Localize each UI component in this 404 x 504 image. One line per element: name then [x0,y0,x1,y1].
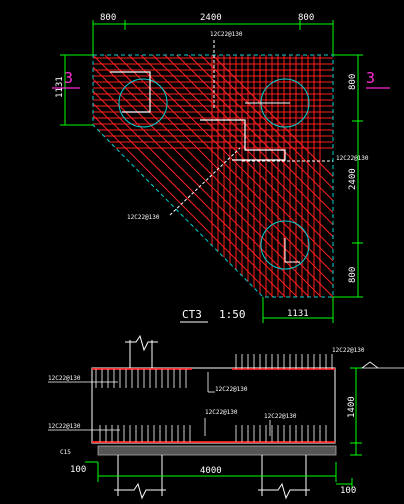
section-right-dim: 100 [340,486,356,496]
column-stub [125,334,158,368]
drawing-scale: 1:50 [219,308,246,321]
section-rebar-label-6: 12C22@130 [48,423,81,430]
dim-top-left: 800 [100,13,116,23]
column-outline [200,119,286,161]
plan-view [52,20,390,323]
section-mark-left: 3 [64,69,73,87]
pile-center-mark [284,238,300,263]
leader-line-diag [169,147,241,216]
drawing-title: CT3 [182,308,202,321]
plan-rebar-mesh [93,55,333,297]
rebar-label-right: 12C22@130 [336,155,369,162]
section-rebar-label-5: 12C22@130 [264,413,297,420]
pile-center-mark [110,71,151,113]
section-height-dim: 1400 [347,396,357,418]
blinding-layer [97,445,337,456]
section-left-dim: 100 [70,465,86,475]
blinding-label: C15 [60,449,71,456]
section-rebar-label-4: 12C22@130 [205,409,238,416]
section-dimension-lines [85,367,362,490]
dim-right-middle: 2400 [348,168,358,190]
section-rebar-label-3: 12C22@130 [215,386,248,393]
rebar-label-top: 12C22@130 [210,31,243,38]
pile-circle-bottom [260,220,310,270]
section-width-dim: 4000 [200,466,222,476]
dim-left: 1131 [55,76,65,98]
dim-right-top: 800 [348,74,358,90]
level-marker [361,361,404,369]
section-mark-right: 3 [366,69,375,87]
plan-dimension-lines [60,20,363,323]
pile-cap-section [91,367,336,444]
section-rebar-label-1: 12C22@130 [48,375,81,382]
dim-bottom: 1131 [287,309,309,319]
pile-circle-left [118,78,168,128]
dim-top-middle: 2400 [200,13,222,23]
section-rebar-ticks [95,354,333,442]
dim-top-right: 800 [298,13,314,23]
rebar-label-diagonal: 12C22@130 [127,214,160,221]
section-view [48,334,404,500]
dim-right-bottom: 800 [348,267,358,283]
section-rebar-label-2: 12C22@130 [332,347,365,354]
